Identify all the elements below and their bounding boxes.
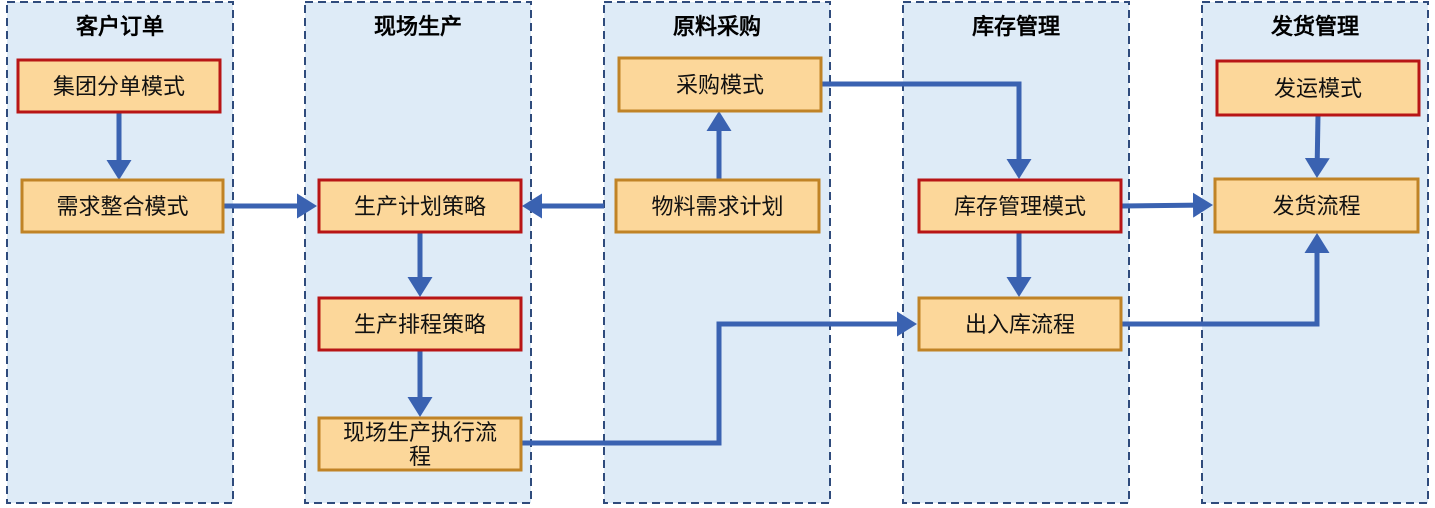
- arrow-n10-to-n11: [1304, 114, 1330, 178]
- process-box[interactable]: [317, 416, 523, 472]
- process-box[interactable]: [617, 56, 823, 113]
- process-node-n2[interactable]: 需求整合模式: [20, 178, 225, 234]
- process-node-n8[interactable]: 库存管理模式: [917, 178, 1123, 234]
- process-node-n11[interactable]: 发货流程: [1213, 177, 1420, 234]
- process-label: 出入库流程: [965, 313, 1075, 338]
- process-box[interactable]: [614, 178, 821, 234]
- swimlane-background: [902, 1, 1130, 504]
- process-label: 生产排程策略: [354, 313, 486, 338]
- arrow-n9-to-n11: [1121, 233, 1330, 327]
- process-label: 发货流程: [1272, 195, 1360, 220]
- arrow-n8-to-n11: [1120, 192, 1213, 218]
- process-label: 现场生产执行流: [343, 421, 497, 446]
- process-label: 集团分单模式: [53, 75, 185, 100]
- process-label: 程: [409, 445, 431, 470]
- process-node-n4[interactable]: 生产排程策略: [317, 296, 523, 352]
- process-box[interactable]: [20, 178, 225, 234]
- process-label: 需求整合模式: [56, 195, 188, 220]
- arrow-n6-to-n8: [821, 81, 1032, 179]
- process-node-n7[interactable]: 物料需求计划: [614, 178, 821, 234]
- process-box[interactable]: [317, 296, 523, 352]
- swimlane-title: 客户订单: [76, 14, 164, 40]
- connectors: [106, 81, 1330, 446]
- process-box[interactable]: [917, 178, 1123, 234]
- swimlane-title: 原料采购: [673, 14, 761, 40]
- process-box[interactable]: [16, 58, 222, 114]
- swimlane-inventory: 库存管理: [902, 1, 1130, 504]
- process-box[interactable]: [1215, 59, 1421, 117]
- swimlane-title: 库存管理: [972, 14, 1060, 40]
- process-box[interactable]: [1213, 177, 1420, 234]
- process-node-n6[interactable]: 采购模式: [617, 56, 823, 113]
- process-label: 生产计划策略: [354, 195, 486, 220]
- process-label: 物料需求计划: [651, 195, 783, 220]
- process-node-n3[interactable]: 生产计划策略: [317, 178, 523, 234]
- process-label: 库存管理模式: [954, 195, 1086, 220]
- process-label: 发运模式: [1274, 77, 1362, 102]
- swimlane-title: 现场生产: [374, 15, 462, 40]
- process-box[interactable]: [317, 178, 523, 234]
- process-label: 采购模式: [676, 74, 764, 99]
- process-node-n1[interactable]: 集团分单模式: [16, 58, 222, 114]
- process-node-n10[interactable]: 发运模式: [1215, 59, 1421, 117]
- process-box[interactable]: [917, 296, 1123, 352]
- swimlane-title: 发货管理: [1270, 14, 1359, 40]
- process-nodes: 集团分单模式需求整合模式生产计划策略生产排程策略现场生产执行流程采购模式物料需求…: [16, 56, 1421, 472]
- process-node-n9[interactable]: 出入库流程: [917, 296, 1123, 352]
- arrow-n5-to-n9: [521, 311, 917, 446]
